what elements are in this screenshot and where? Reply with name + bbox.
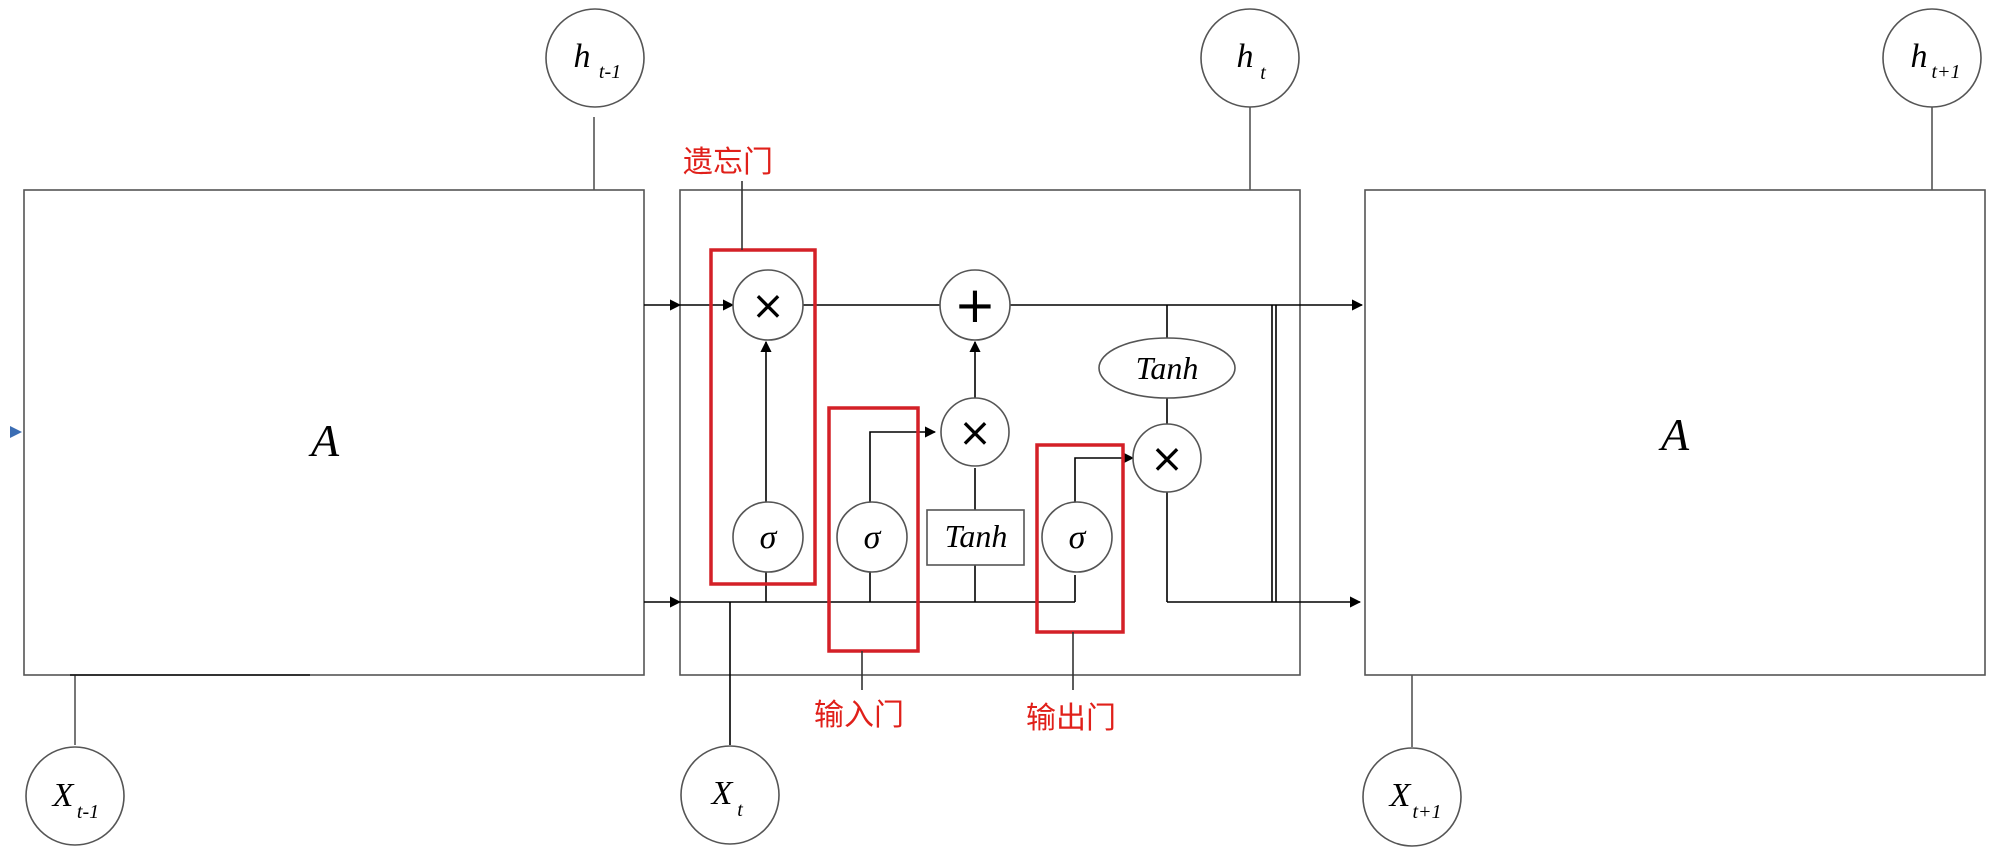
hidden-input-line <box>644 575 1076 608</box>
plus-icon: + <box>954 276 996 334</box>
forget-sigma-node: σ <box>732 501 804 573</box>
tanh-box: Tanh <box>926 509 1025 566</box>
output-right-main: h <box>1911 38 1928 75</box>
sigma-icon: σ <box>864 519 882 556</box>
multiply-icon: × <box>1150 436 1184 482</box>
tanh-box-label: Tanh <box>945 518 1008 554</box>
input-multiply-node: × <box>940 397 1010 467</box>
forget-multiply-node: × <box>732 269 804 341</box>
output-center-sub: t <box>1260 62 1266 84</box>
cell-right-label: A <box>1658 409 1690 460</box>
input-sigma-node: σ <box>836 501 908 573</box>
input-left-main: X <box>51 777 75 814</box>
output-center-main: h <box>1237 38 1254 75</box>
sigma-icon: σ <box>760 519 778 556</box>
cell-left-box <box>23 189 645 676</box>
input-gate-box <box>827 406 920 653</box>
input-center-main: X <box>710 775 734 812</box>
input-sigma-to-multiply <box>869 426 937 505</box>
output-multiply-node: × <box>1132 423 1202 493</box>
input-left-sub: t-1 <box>77 801 99 823</box>
cell-left: A <box>10 117 645 745</box>
sigma-icon: σ <box>1069 519 1087 556</box>
hidden-output-line <box>1166 305 1362 608</box>
input-gate-label: 输入门 <box>814 698 904 733</box>
add-node: + <box>939 269 1011 341</box>
tanh-ellipse-label: Tanh <box>1136 350 1199 386</box>
output-node-center: h t <box>1200 8 1300 108</box>
cell-center-box <box>679 189 1301 676</box>
input-right-sub: t+1 <box>1412 801 1441 823</box>
side-arrow-icon <box>10 426 22 438</box>
input-node-center: X t <box>680 745 780 845</box>
cell-right-box <box>1364 189 1986 676</box>
input-center-sub: t <box>737 799 743 821</box>
output-sigma-to-multiply <box>1074 452 1135 505</box>
forget-gate-label: 遗忘门 <box>683 145 773 180</box>
output-sigma-node: σ <box>1041 501 1113 573</box>
output-left-main: h <box>574 38 591 75</box>
cell-left-label: A <box>308 415 340 466</box>
input-right-main: X <box>1388 777 1412 814</box>
output-node-left: h t-1 <box>545 8 645 108</box>
multiply-icon: × <box>751 283 785 329</box>
forget-gate-box <box>709 248 817 586</box>
multiply-icon: × <box>958 410 992 456</box>
output-gate-label: 输出门 <box>1026 701 1116 736</box>
cell-right: A <box>1364 100 1986 747</box>
output-gate-box <box>1035 443 1125 634</box>
output-node-right: h t+1 <box>1882 8 1982 108</box>
input-node-left: X t-1 <box>25 746 125 846</box>
output-right-sub: t+1 <box>1931 61 1960 83</box>
output-left-sub: t-1 <box>599 61 621 83</box>
input-node-right: X t+1 <box>1362 747 1462 847</box>
tanh-ellipse: Tanh <box>1098 337 1236 399</box>
